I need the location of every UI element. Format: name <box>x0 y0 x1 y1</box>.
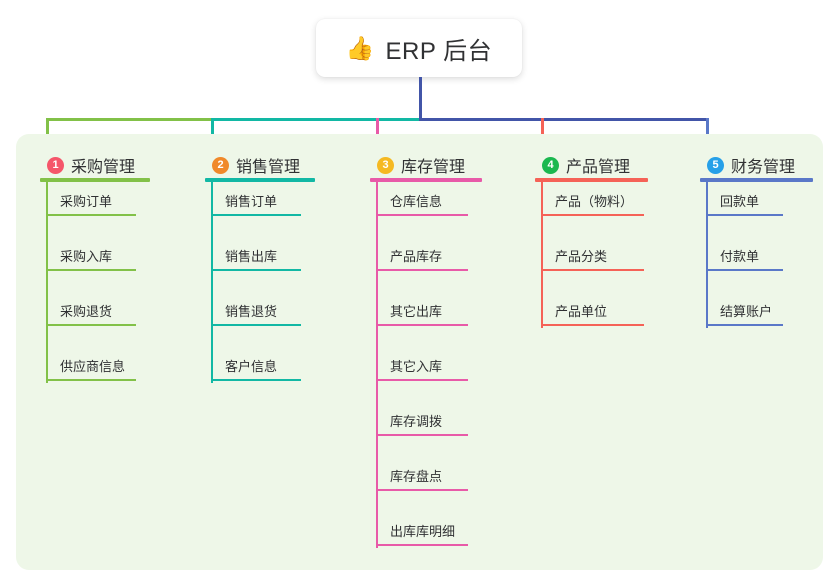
leaf-rule <box>46 379 136 381</box>
leaf-node[interactable]: 供应商信息 <box>46 351 136 381</box>
leaf-rule <box>211 214 301 216</box>
leaf-label: 销售退货 <box>225 304 278 319</box>
leaf-node[interactable]: 销售出库 <box>211 241 301 271</box>
leaf-rule <box>46 214 136 216</box>
leaf-node[interactable]: 付款单 <box>706 241 783 271</box>
leaf-rule <box>376 489 468 491</box>
branch-title: 采购管理 <box>71 159 136 176</box>
root-title: ERP 后台 <box>385 37 493 65</box>
bus-segment-2 <box>211 118 422 121</box>
branch-spine <box>46 182 48 383</box>
leaf-label: 采购订单 <box>60 194 113 209</box>
leaf-rule <box>376 269 468 271</box>
branch-number-badge: 1 <box>47 156 64 174</box>
leaf-label: 产品库存 <box>390 249 443 264</box>
branch-header-2[interactable]: 2 销售管理 <box>205 152 300 178</box>
leaf-rule <box>376 434 468 436</box>
leaf-node[interactable]: 采购退货 <box>46 296 136 326</box>
branch-header-rule <box>370 178 482 182</box>
leaf-node[interactable]: 其它出库 <box>376 296 468 326</box>
branch-title: 产品管理 <box>566 159 631 176</box>
branch-header-rule <box>700 178 813 182</box>
leaf-node[interactable]: 产品库存 <box>376 241 468 271</box>
root-node-card[interactable]: 👍 ERP 后台 <box>316 19 522 77</box>
leaf-rule <box>376 324 468 326</box>
branch-header-3[interactable]: 3 库存管理 <box>370 152 465 178</box>
leaf-node[interactable]: 回款单 <box>706 186 783 216</box>
leaf-node[interactable]: 结算账户 <box>706 296 783 326</box>
leaf-label: 产品（物料） <box>555 194 634 209</box>
leaf-rule <box>706 214 783 216</box>
root-stem <box>419 77 422 121</box>
leaf-label: 库存盘点 <box>390 469 443 484</box>
branch-title: 财务管理 <box>731 159 796 176</box>
leaf-label: 供应商信息 <box>60 359 126 374</box>
leaf-node[interactable]: 其它入库 <box>376 351 468 381</box>
branch-header-rule <box>535 178 648 182</box>
leaf-node[interactable]: 出库库明细 <box>376 516 468 546</box>
leaf-label: 客户信息 <box>225 359 278 374</box>
leaf-label: 采购退货 <box>60 304 113 319</box>
leaf-rule <box>706 324 783 326</box>
leaf-label: 采购入库 <box>60 249 113 264</box>
leaf-rule <box>376 379 468 381</box>
leaf-node[interactable]: 销售订单 <box>211 186 301 216</box>
leaf-rule <box>376 214 468 216</box>
branch-number-badge: 4 <box>542 156 559 174</box>
branch-header-1[interactable]: 1 采购管理 <box>40 152 135 178</box>
leaf-label: 销售订单 <box>225 194 278 209</box>
leaf-label: 产品单位 <box>555 304 608 319</box>
leaf-node[interactable]: 仓库信息 <box>376 186 468 216</box>
leaf-node[interactable]: 产品单位 <box>541 296 644 326</box>
branches-panel: 1 采购管理采购订单采购入库采购退货供应商信息 2 销售管理销售订单销售出库销售退货客… <box>16 134 823 570</box>
leaf-rule <box>211 379 301 381</box>
leaf-node[interactable]: 采购订单 <box>46 186 136 216</box>
branch-header-rule <box>205 178 315 182</box>
leaf-node[interactable]: 产品（物料） <box>541 186 644 216</box>
leaf-rule <box>46 269 136 271</box>
leaf-rule <box>541 269 644 271</box>
branch-header-rule <box>40 178 150 182</box>
leaf-rule <box>706 269 783 271</box>
leaf-node[interactable]: 客户信息 <box>211 351 301 381</box>
leaf-node[interactable]: 库存调拨 <box>376 406 468 436</box>
thumbs-up-icon: 👍 <box>345 34 375 61</box>
leaf-label: 库存调拨 <box>390 414 443 429</box>
leaf-node[interactable]: 库存盘点 <box>376 461 468 491</box>
bus-segment-1 <box>46 118 211 121</box>
branch-spine <box>541 182 543 328</box>
branch-spine <box>211 182 213 383</box>
bus-segment-3 <box>419 118 709 121</box>
branch-number-badge: 5 <box>707 156 724 174</box>
branch-spine <box>376 182 378 548</box>
root-node-content: 👍 ERP 后台 <box>346 31 492 66</box>
leaf-label: 产品分类 <box>555 249 608 264</box>
leaf-rule <box>541 214 644 216</box>
leaf-rule <box>211 324 301 326</box>
leaf-label: 其它入库 <box>390 359 443 374</box>
branch-header-4[interactable]: 4 产品管理 <box>535 152 630 178</box>
leaf-rule <box>376 544 468 546</box>
leaf-label: 仓库信息 <box>390 194 443 209</box>
leaf-label: 回款单 <box>720 194 760 209</box>
leaf-label: 出库库明细 <box>390 524 456 539</box>
leaf-node[interactable]: 销售退货 <box>211 296 301 326</box>
branch-spine <box>706 182 708 328</box>
leaf-label: 销售出库 <box>225 249 278 264</box>
leaf-label: 其它出库 <box>390 304 443 319</box>
branch-title: 销售管理 <box>236 159 301 176</box>
branch-title: 库存管理 <box>401 159 466 176</box>
leaf-node[interactable]: 采购入库 <box>46 241 136 271</box>
leaf-rule <box>211 269 301 271</box>
leaf-node[interactable]: 产品分类 <box>541 241 644 271</box>
leaf-label: 付款单 <box>720 249 760 264</box>
branch-header-5[interactable]: 5 财务管理 <box>700 152 795 178</box>
leaf-rule <box>46 324 136 326</box>
leaf-label: 结算账户 <box>720 304 773 319</box>
leaf-rule <box>541 324 644 326</box>
branch-number-badge: 3 <box>377 156 394 174</box>
branch-number-badge: 2 <box>212 156 229 174</box>
